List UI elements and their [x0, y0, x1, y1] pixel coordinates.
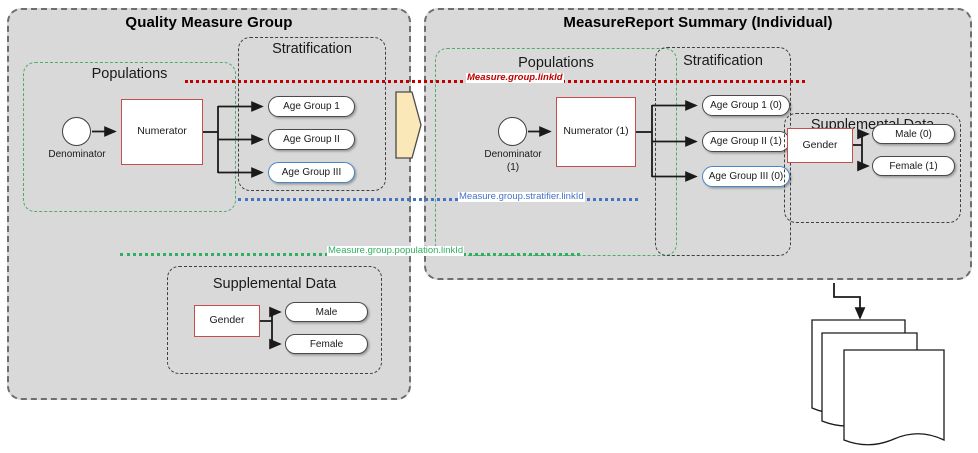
- left-strat-item-1[interactable]: Age Group II: [268, 129, 355, 150]
- left-supplemental-group: [167, 266, 382, 374]
- right-supplemental-item-1[interactable]: Female (1): [872, 156, 955, 176]
- relation-line-measure-group-stratifier-linkid: [238, 198, 638, 201]
- measurereport-summary-title: MeasureReport Summary (Individual): [563, 14, 833, 31]
- resources-label: Resources: [861, 381, 939, 398]
- right-populations-label: Populations: [518, 55, 594, 71]
- relation-label-measure-group-population-linkid: Measure.group.population.linkId: [327, 245, 465, 257]
- measurereport-summary-panel: [424, 8, 972, 280]
- left-supplemental-item-0[interactable]: Male: [285, 302, 368, 322]
- right-strat-item-2[interactable]: Age Group III (0): [702, 166, 790, 187]
- right-denominator-node: [498, 117, 527, 146]
- left-numerator-node: Numerator: [121, 99, 203, 165]
- left-supplemental-source: Gender: [194, 305, 260, 337]
- right-strat-item-0[interactable]: Age Group 1 (0): [702, 95, 790, 116]
- left-denominator-node: [62, 117, 91, 146]
- resource-sheet-middle: [821, 332, 918, 427]
- left-stratification-group: [238, 37, 386, 191]
- left-populations-group: [23, 62, 236, 212]
- relation-label-measure-group-stratifier-linkid: Measure.group.stratifier.linkId: [458, 191, 585, 203]
- left-denominator-caption: Denominator: [48, 149, 106, 160]
- left-populations-label: Populations: [91, 66, 168, 82]
- relation-label-measure-group-linkid: Measure.group.linkId: [466, 72, 564, 84]
- resources-arrow: [833, 283, 866, 320]
- right-supplemental-item-0[interactable]: Male (0): [872, 124, 955, 144]
- left-strat-item-2[interactable]: Age Group III: [268, 162, 355, 183]
- right-supplemental-source: Gender: [787, 128, 853, 163]
- resource-sheet-back: [811, 319, 906, 414]
- quality-measure-group-title: Quality Measure Group: [125, 14, 293, 31]
- left-supplemental-item-1[interactable]: Female: [285, 334, 368, 354]
- left-supplemental-label: Supplemental Data: [212, 276, 337, 292]
- right-stratification-label: Stratification: [683, 53, 763, 69]
- right-denominator-caption: Denominator (1): [484, 149, 542, 173]
- right-strat-item-1[interactable]: Age Group II (1): [702, 131, 790, 152]
- right-supplemental-group: [784, 113, 961, 223]
- left-stratification-label: Stratification: [272, 41, 352, 57]
- right-numerator-node: Numerator (1): [556, 97, 636, 167]
- left-strat-item-0[interactable]: Age Group 1: [268, 96, 355, 117]
